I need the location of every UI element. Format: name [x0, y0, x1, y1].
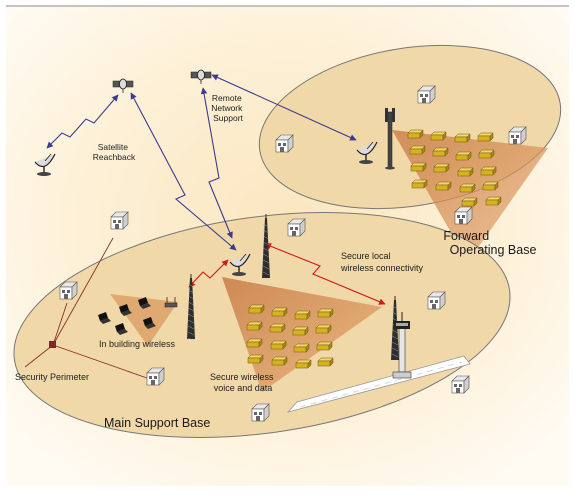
control-tower-icon [392, 312, 412, 379]
building-icon [287, 218, 306, 237]
tent-icon [270, 340, 287, 350]
laptop-icon [143, 317, 156, 329]
tent-icon [316, 341, 333, 351]
tent-icon [455, 151, 472, 161]
tent-icon [411, 179, 428, 189]
tent-icon [293, 343, 310, 353]
link-satellite2-maindish [200, 87, 233, 239]
remote-network-support-label: Remote Network Support [211, 93, 245, 123]
tent-icon [295, 359, 312, 369]
tent-icon [435, 181, 452, 191]
tent-icon [480, 166, 497, 176]
tent-icon [477, 132, 494, 142]
building-icon [508, 126, 527, 145]
tent-icon [317, 357, 334, 367]
perimeter-line [52, 237, 114, 346]
tent-icon [271, 307, 288, 317]
laptop-icon [138, 297, 151, 309]
building-icon [110, 211, 129, 230]
perimeter-line [52, 302, 68, 346]
tent-icon [459, 183, 476, 193]
security-perimeter-label: Security Perimeter [15, 372, 89, 382]
satellite-dish-icon [356, 141, 378, 164]
tent-icon [454, 133, 471, 143]
perimeter-line [24, 344, 54, 368]
satellite-icon [112, 78, 134, 93]
secure-wireless-voice-data-label: Secure wireless voice and data [210, 372, 276, 393]
radio-tower-icon [262, 214, 270, 278]
tent-icon [485, 196, 502, 206]
link-dish-satellite1 [46, 94, 119, 149]
tent-icon [461, 197, 478, 207]
laptop-icon [115, 323, 128, 335]
tent-icon [457, 167, 474, 177]
laptop-icon [119, 304, 132, 316]
tent-icon [482, 181, 499, 191]
tent-icon [247, 354, 264, 364]
tent-icon [269, 323, 286, 333]
building-icon [454, 206, 473, 225]
laptop-icon [98, 312, 111, 324]
secure-local-wireless-label: Secure local wireless connectivity [340, 251, 424, 273]
forward-operating-base-label: Forward Operating Base [443, 229, 536, 257]
tent-icon [432, 147, 449, 157]
building-icon [451, 375, 470, 394]
tent-icon [409, 145, 426, 155]
perimeter-sensor-icon [49, 341, 56, 348]
tent-icon [271, 356, 288, 366]
tent-icon [317, 308, 334, 318]
radio-tower-icon [385, 108, 395, 170]
security-perimeter-lines [24, 237, 148, 379]
wireless-links [188, 243, 386, 305]
satellite-links [46, 74, 357, 251]
tent-icon [246, 338, 263, 348]
tent-icon [433, 163, 450, 173]
radio-tower-icon [391, 296, 399, 360]
tent-icon [246, 321, 263, 331]
building-icon [275, 134, 294, 153]
satellite-dish-icon [34, 153, 56, 176]
forward-base-coverage-cone [392, 130, 548, 262]
link-dish-controltower [264, 243, 386, 305]
building-icon [59, 281, 78, 300]
satellite-reachback-label: Satellite Reachback [93, 142, 136, 162]
building-icon [146, 367, 165, 386]
icons-layer [34, 69, 527, 422]
tent-icon [315, 324, 332, 334]
perimeter-line [52, 344, 148, 379]
main-support-base-label: Main Support Base [104, 416, 210, 430]
link-satellite2-fobdish [211, 74, 357, 141]
tent-icon [294, 310, 311, 320]
satellite-dish-icon [229, 253, 251, 276]
link-tower-dish [188, 259, 229, 288]
tent-icon [407, 129, 424, 139]
tent-icon [292, 326, 309, 336]
building-icon [427, 291, 446, 310]
tent-icon [410, 162, 427, 172]
wireless-access-point-icon [164, 297, 178, 308]
tent-icon [430, 131, 447, 141]
building-icon [251, 403, 270, 422]
tent-icon [248, 304, 265, 314]
satellite-icon [190, 69, 212, 84]
tent-icon [478, 149, 495, 159]
building-icon [417, 85, 436, 104]
radio-tower-icon [187, 274, 195, 342]
in-building-wireless-label: In building wireless [99, 339, 176, 349]
